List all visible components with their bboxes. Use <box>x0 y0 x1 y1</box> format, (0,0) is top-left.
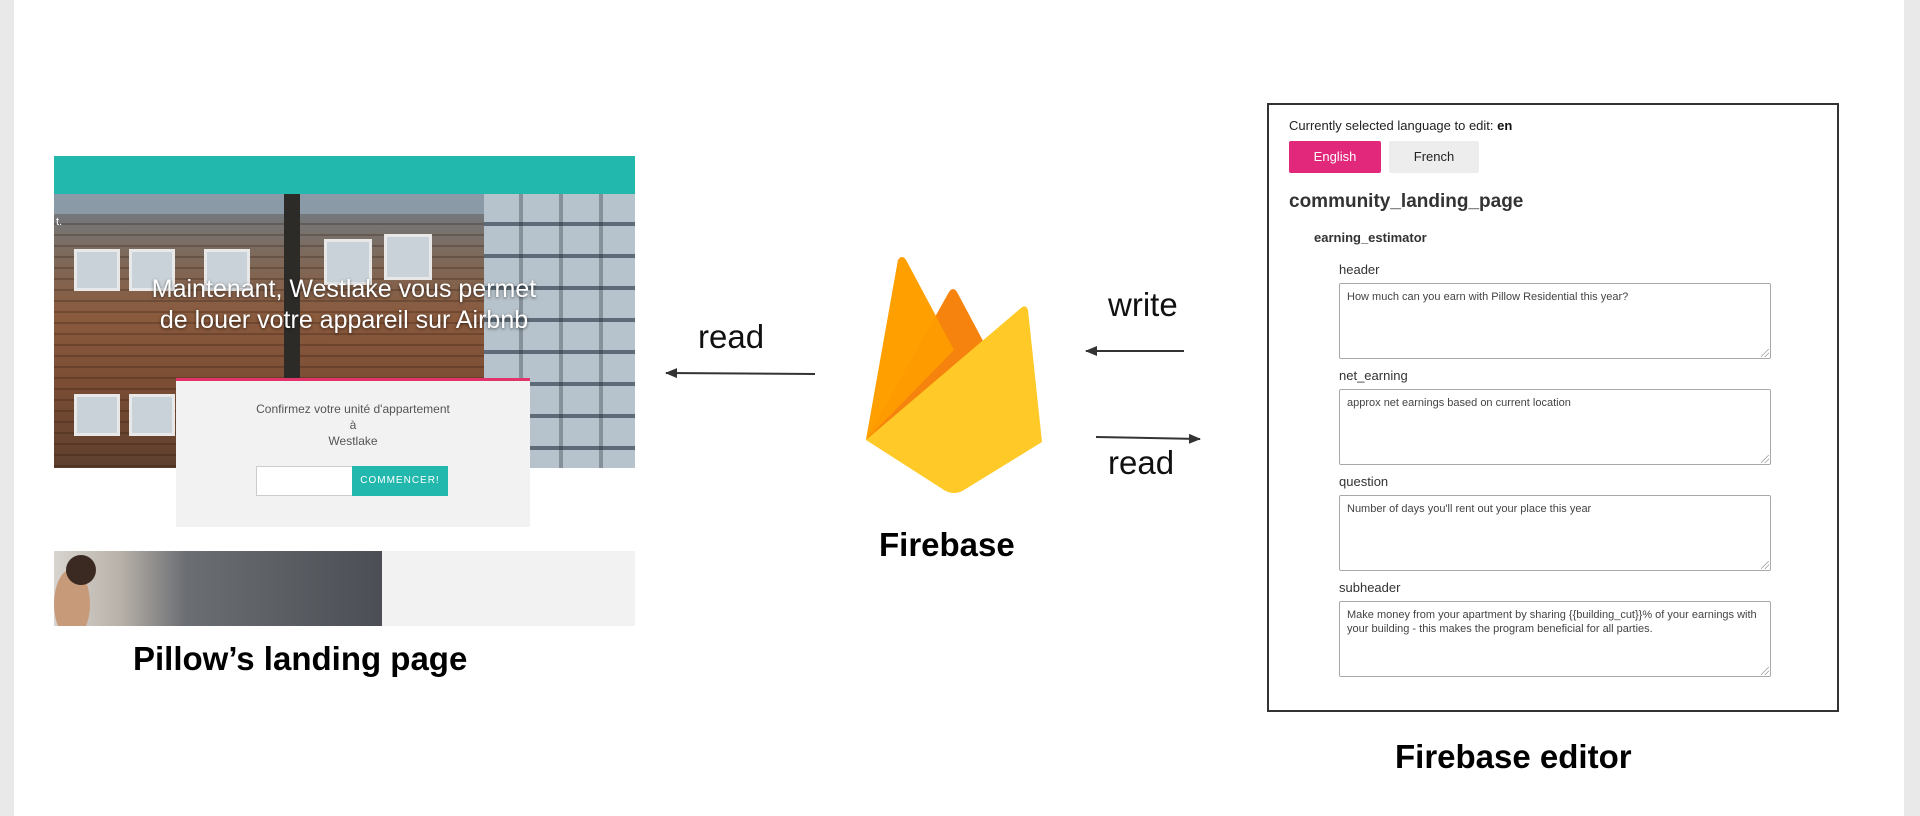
hero-window <box>74 394 120 436</box>
field-value-header: How much can you earn with Pillow Reside… <box>1347 291 1629 303</box>
hero-window <box>129 394 175 436</box>
label-read-landing: read <box>698 318 765 355</box>
field-textarea-net-earning[interactable]: approx net earnings based on current loc… <box>1339 389 1771 465</box>
landing-top-bar <box>54 156 635 194</box>
field-textarea-question[interactable]: Number of days you'll rent out your plac… <box>1339 495 1771 571</box>
landing-page-screenshot: t. Maintenant, Westlake vous permet de l… <box>54 156 635 626</box>
hero-window <box>204 249 250 291</box>
hero-window <box>74 249 120 291</box>
current-language-label: Currently selected language to edit: <box>1289 118 1494 133</box>
confirm-line-3: Westlake <box>328 434 378 448</box>
hero-glass-mullions <box>519 194 635 468</box>
field-label-header: header <box>1339 262 1380 277</box>
person-photo <box>54 551 382 626</box>
resize-grip-icon[interactable] <box>1761 349 1769 357</box>
french-button[interactable]: French <box>1389 141 1479 173</box>
hero-window <box>384 234 432 280</box>
landing-lower-section <box>54 551 635 626</box>
hero-headline: Maintenant, Westlake vous permet de loue… <box>151 275 537 334</box>
slide: t. Maintenant, Westlake vous permet de l… <box>14 0 1904 816</box>
arrow-firebase-to-landing <box>665 368 816 379</box>
english-button[interactable]: English <box>1289 141 1381 173</box>
editor-caption: Firebase editor <box>1395 738 1632 775</box>
firebase-caption: Firebase <box>879 526 1015 563</box>
resize-grip-icon[interactable] <box>1761 455 1769 463</box>
unit-input[interactable] <box>256 466 353 496</box>
firebase-editor-panel: Currently selected language to edit: en … <box>1267 103 1839 712</box>
current-language-value: en <box>1497 118 1513 133</box>
field-textarea-subheader[interactable]: Make money from your apartment by sharin… <box>1339 601 1771 677</box>
person-hair <box>66 555 96 585</box>
label-write: write <box>1108 286 1178 323</box>
field-value-question: Number of days you'll rent out your plac… <box>1347 503 1592 515</box>
field-label-net-earning: net_earning <box>1339 368 1408 383</box>
resize-grip-icon[interactable] <box>1761 667 1769 675</box>
arrow-firebase-to-editor <box>1095 433 1201 444</box>
confirm-text: Confirmez votre unité d'appartement à We… <box>176 401 530 449</box>
commencer-button[interactable]: COMMENCER! <box>352 466 448 496</box>
current-language: Currently selected language to edit: en <box>1289 118 1512 133</box>
hero-sky <box>54 194 484 214</box>
field-value-net-earning: approx net earnings based on current loc… <box>1347 397 1571 409</box>
confirm-line-1: Confirmez votre unité d'appartement <box>256 402 450 416</box>
hero-window <box>129 249 175 291</box>
subsection-title: earning_estimator <box>1314 230 1427 245</box>
label-read-editor: read <box>1108 444 1175 481</box>
hero-edge-fragment: t. <box>56 216 63 228</box>
field-value-subheader: Make money from your apartment by sharin… <box>1347 609 1757 635</box>
edge-arrows <box>665 346 1201 444</box>
section-title: community_landing_page <box>1289 191 1524 212</box>
field-label-subheader: subheader <box>1339 580 1401 595</box>
field-label-question: question <box>1339 474 1389 489</box>
field-textarea-header[interactable]: How much can you earn with Pillow Reside… <box>1339 283 1771 359</box>
resize-grip-icon[interactable] <box>1761 561 1769 569</box>
landing-hero-image: t. Maintenant, Westlake vous permet de l… <box>54 194 635 468</box>
landing-caption: Pillow’s landing page <box>133 640 468 677</box>
hero-window <box>324 239 372 285</box>
confirm-unit-card: Confirmez votre unité d'appartement à We… <box>176 378 530 527</box>
firebase-flame-icon <box>866 257 1042 493</box>
confirm-line-2: à <box>349 418 357 432</box>
